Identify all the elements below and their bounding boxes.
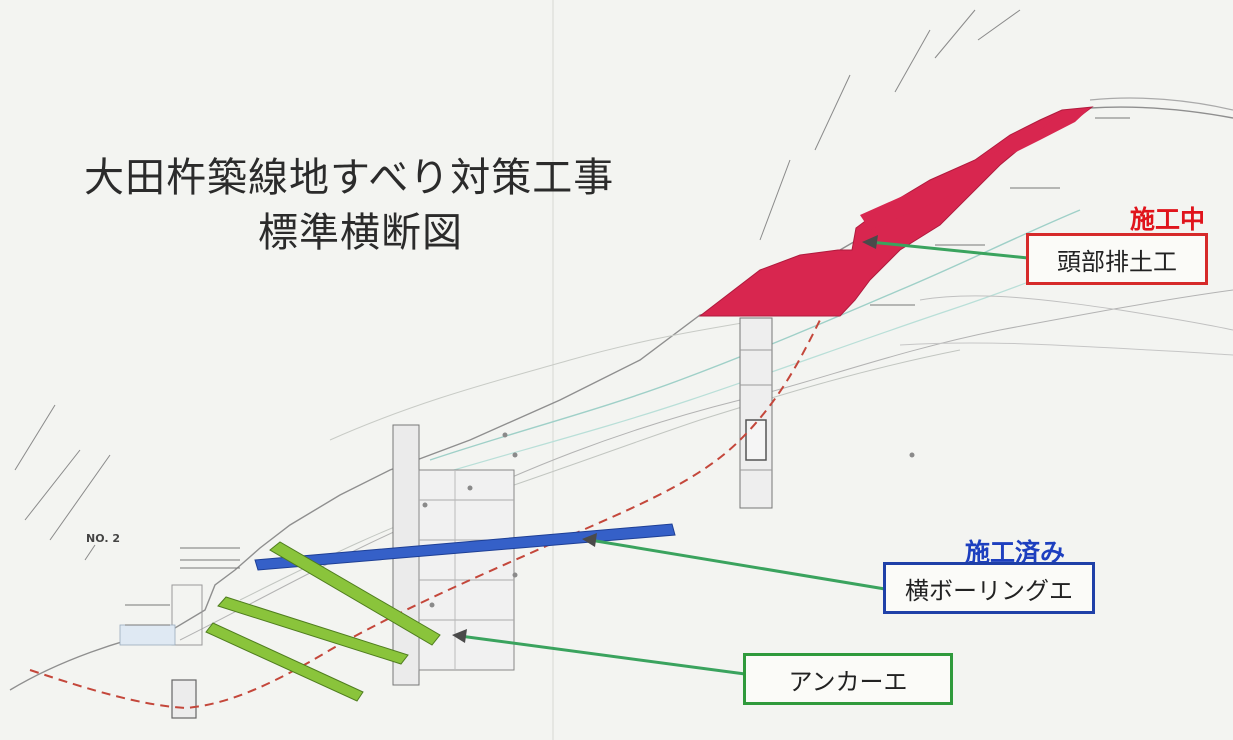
anchor-bar-1	[269, 541, 441, 646]
callout-head-excavation: 頭部排土工	[1026, 233, 1208, 285]
title-line-2: 標準横断図	[258, 210, 463, 256]
elevation-markers	[125, 117, 1130, 626]
callout-arrows	[452, 235, 1029, 676]
status-in-progress: 施工中	[1130, 205, 1206, 234]
section-number-label: NO. 2	[86, 532, 120, 545]
ground-surface-line	[9, 106, 1233, 691]
anchor-bar-3	[205, 622, 364, 702]
callout-horizontal-boring: 横ボーリングエ	[883, 562, 1095, 614]
head-excavation-upper-band	[860, 108, 1090, 230]
retaining-wall	[171, 584, 203, 646]
stratum-line-7	[899, 342, 1233, 356]
horizontal-boring-bar	[254, 523, 676, 571]
outer-curve	[1089, 97, 1233, 111]
boring-column-upper	[739, 317, 773, 509]
title-line-1: 大田杵築線地すべり対策工事	[84, 155, 615, 201]
anchor-bar-2	[217, 596, 409, 665]
strata-dots	[422, 432, 915, 608]
stratum-line-3	[329, 319, 761, 441]
boring-column-lower	[171, 679, 197, 719]
left-annotation-leaders	[14, 404, 111, 561]
stratum-line-6	[919, 295, 1233, 331]
road-section	[119, 624, 176, 646]
stratum-line-2	[239, 349, 961, 601]
callout-anchor: アンカーエ	[743, 653, 953, 705]
anchor-bars	[205, 541, 441, 702]
